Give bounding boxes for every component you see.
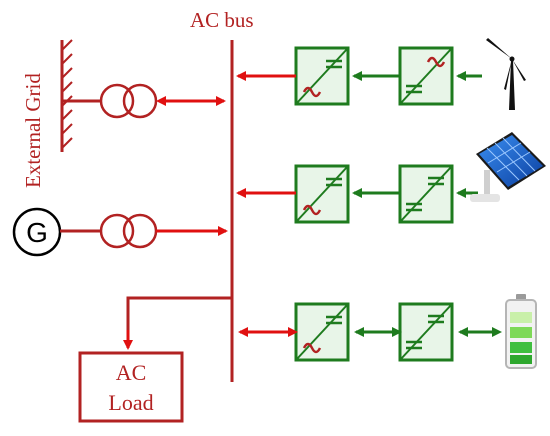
load-label-line1: AC: [116, 360, 147, 385]
solar-panel-icon: [470, 132, 546, 202]
battery-dc-ac-inverter: [294, 302, 350, 362]
battery-dc-dc-converter: [398, 302, 454, 362]
wind-ac-dc-rectifier: [398, 46, 454, 106]
generator-label: G: [26, 217, 48, 248]
generator-transformer-icon: [99, 213, 158, 249]
grid-transformer-icon: [99, 83, 158, 119]
load-label-line2: Load: [108, 390, 153, 415]
solar-dc-dc-converter: [398, 164, 454, 224]
grid-label: External Grid: [21, 73, 45, 188]
solar-dc-ac-inverter: [294, 164, 350, 224]
load-feeder-line: [126, 296, 232, 344]
wind-turbine-icon: [486, 38, 526, 110]
external-grid-icon: [60, 39, 73, 152]
wind-ac-dc-converter: [294, 46, 350, 106]
generator-icon: G: [12, 207, 62, 257]
battery-icon: [505, 294, 537, 369]
ac-load-box: [78, 351, 184, 423]
bus-label: AC bus: [190, 8, 254, 32]
